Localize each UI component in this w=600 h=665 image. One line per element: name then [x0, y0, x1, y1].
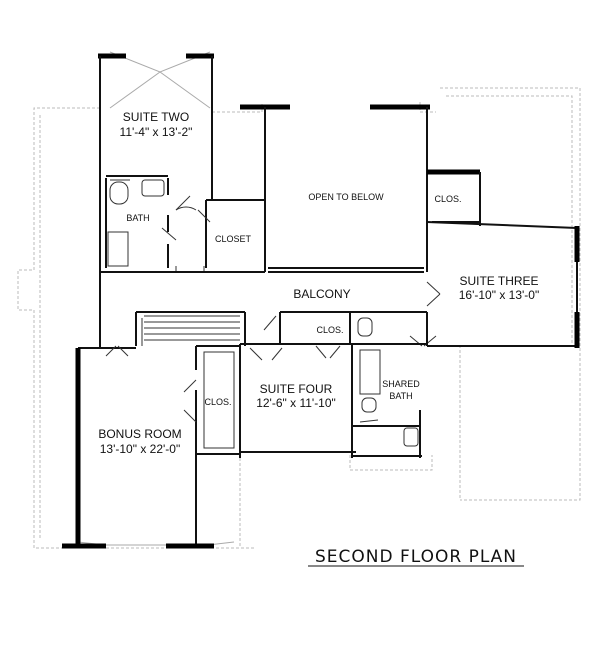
roof-outline — [17, 51, 581, 549]
closet-rod — [203, 351, 235, 449]
open-to-below-label: OPEN TO BELOW — [308, 192, 384, 202]
tub-icon — [359, 349, 381, 395]
suite-three-size: 16'-10" x 13'-0" — [459, 288, 539, 302]
stair-treads — [144, 315, 240, 341]
suite-two-walls — [98, 53, 266, 272]
sink-icon — [141, 179, 165, 197]
sink-icon — [403, 427, 419, 447]
bonus-room-walls — [62, 345, 240, 549]
bath-label: BATH — [126, 213, 149, 223]
bonus-room-name: BONUS ROOM — [98, 427, 181, 441]
toilet-icon — [361, 397, 377, 413]
open-to-below-walls — [240, 104, 430, 273]
balcony-label: BALCONY — [293, 287, 350, 301]
shared-bath-label-2: BATH — [389, 391, 412, 401]
suite-four-name: SUITE FOUR — [260, 382, 333, 396]
suite-two-name: SUITE TWO — [123, 110, 189, 124]
closet-top-label: CLOS. — [434, 194, 461, 204]
suite-four-size: 12'-6" x 11'-10" — [256, 396, 336, 410]
closet-label: CLOSET — [215, 234, 252, 244]
bonus-room-size: 13'-10" x 22'-0" — [100, 442, 180, 456]
balcony-walls — [99, 271, 427, 361]
suite-four-walls — [239, 312, 428, 458]
plan-title: SECOND FLOOR PLAN — [315, 547, 517, 567]
shared-bath-label-1: SHARED — [382, 379, 420, 389]
tub-icon — [107, 231, 129, 267]
suite-three-walls — [409, 169, 580, 348]
suite-three-name: SUITE THREE — [459, 274, 538, 288]
closet-mid-label: CLOS. — [316, 325, 343, 335]
toilet-icon — [357, 317, 373, 337]
closet-bonus-label: CLOS. — [204, 397, 231, 407]
suite-two-size: 11'-4" x 13'-2" — [120, 125, 193, 139]
toilet-icon — [109, 181, 129, 205]
